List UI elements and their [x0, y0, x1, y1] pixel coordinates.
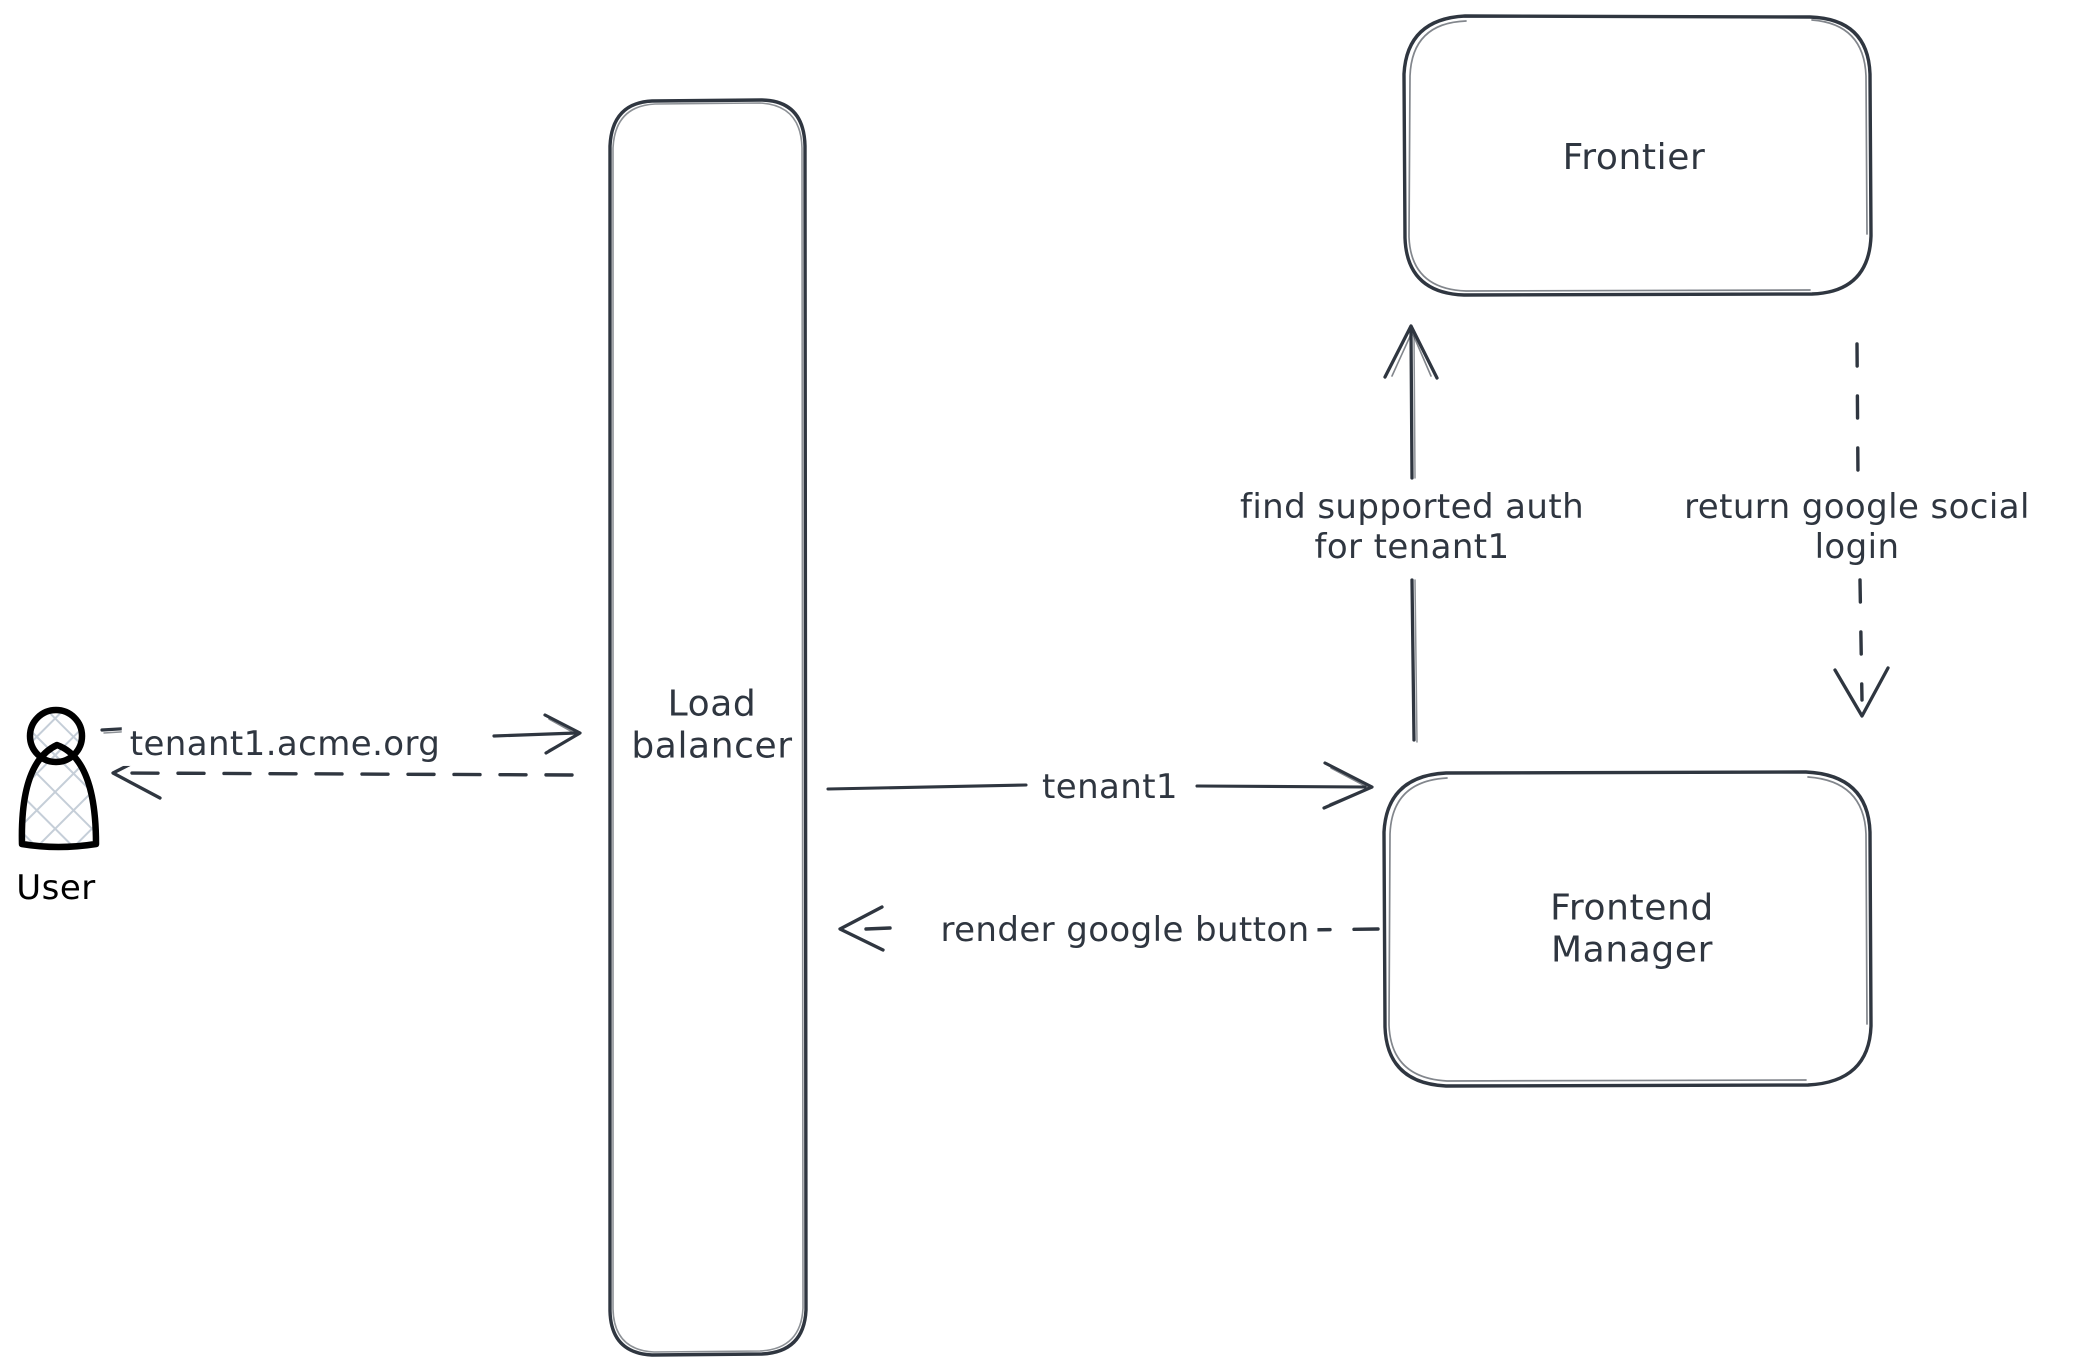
- edge-load-balancer-to-user[interactable]: [111, 747, 574, 800]
- edge-frontend-manager-to-frontier[interactable]: [1383, 324, 1439, 743]
- edge-load-balancer-to-frontend-manager[interactable]: [826, 761, 1374, 810]
- actor-user[interactable]: [18, 706, 100, 851]
- edge-user-to-load-balancer[interactable]: [100, 713, 582, 755]
- node-frontend-manager[interactable]: [1382, 770, 1873, 1088]
- edge-frontier-to-frontend-manager[interactable]: [1833, 342, 1890, 718]
- node-frontier[interactable]: [1402, 14, 1873, 297]
- node-load-balancer[interactable]: [608, 98, 808, 1357]
- edge-frontend-manager-to-load-balancer[interactable]: [838, 905, 1380, 952]
